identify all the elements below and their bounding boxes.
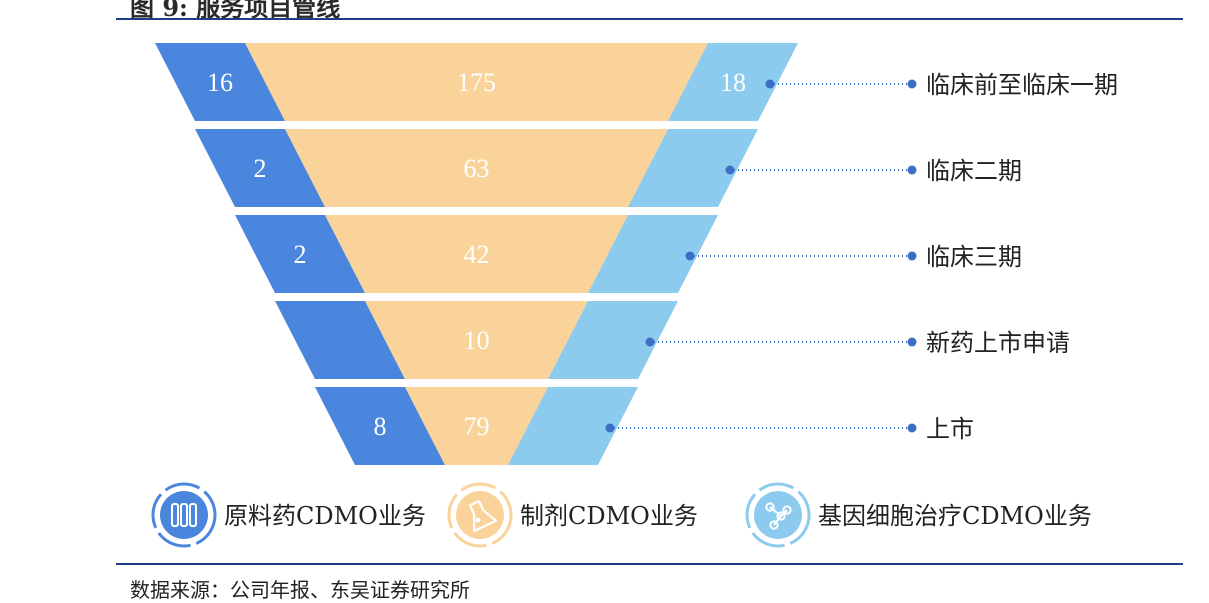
legend-item-基因细胞治疗cdmo业务: 基因细胞治疗CDMO业务 — [745, 482, 1092, 548]
funnel-segment-基因细胞治疗cdmo业务-2 — [628, 129, 758, 207]
vials-icon — [171, 503, 197, 527]
connector-end-dot-5 — [907, 423, 917, 433]
legend-item-原料药cdmo业务: 原料药CDMO业务 — [151, 482, 426, 548]
legend-ring — [745, 482, 811, 548]
legend-item-制剂cdmo业务: 制剂CDMO业务 — [447, 482, 698, 548]
connector-start-dot-1 — [765, 79, 775, 89]
funnel-segment-制剂cdmo业务-5 — [405, 387, 548, 465]
value-label-制剂cdmo业务-5: 79 — [464, 412, 490, 441]
value-label-制剂cdmo业务-1: 175 — [457, 68, 496, 97]
funnel-segment-原料药cdmo业务-1 — [155, 43, 285, 121]
stage-label-4: 新药上市申请 — [926, 329, 1070, 357]
source-note: 数据来源：公司年报、东吴证券研究所 — [130, 578, 470, 602]
top-rule — [116, 18, 1183, 20]
value-label-基因细胞治疗cdmo业务-1: 18 — [720, 68, 746, 97]
legend-label-基因细胞治疗cdmo业务: 基因细胞治疗CDMO业务 — [818, 502, 1092, 530]
value-label-制剂cdmo业务-3: 42 — [464, 240, 490, 269]
connector-start-dot-3 — [685, 251, 695, 261]
funnel-chart: 16 175 18 2 63 2 42 10 8 79 临床前至临床一期临床二期临床三期新药上市申… — [151, 43, 1118, 548]
stage-label-3: 临床三期 — [926, 243, 1022, 271]
funnel-segment-基因细胞治疗cdmo业务-3 — [588, 215, 718, 293]
funnel-segment-制剂cdmo业务-1 — [245, 43, 708, 121]
flask-icon — [468, 500, 498, 533]
legend: 原料药CDMO业务 制剂CDMO业务 基因细胞治疗CDMO业务 — [151, 482, 1092, 548]
value-label-原料药cdmo业务-2: 2 — [254, 154, 267, 183]
funnel-layer: 16 175 18 2 63 2 42 10 8 79 — [155, 43, 798, 465]
connector-end-dot-1 — [907, 79, 917, 89]
connector-start-dot-4 — [645, 337, 655, 347]
stage-label-1: 临床前至临床一期 — [926, 71, 1118, 99]
funnel-segment-制剂cdmo业务-4 — [365, 301, 588, 379]
funnel-segment-原料药cdmo业务-5 — [315, 387, 445, 465]
legend-badge — [456, 491, 504, 539]
value-label-制剂cdmo业务-4: 10 — [464, 326, 490, 355]
funnel-segment-基因细胞治疗cdmo业务-1 — [668, 43, 798, 121]
connector-end-dot-3 — [907, 251, 917, 261]
connector-end-dot-2 — [907, 165, 917, 175]
legend-ring — [447, 482, 513, 548]
stage-label-2: 临床二期 — [926, 157, 1022, 185]
molecule-icon — [765, 502, 792, 530]
funnel-segment-制剂cdmo业务-3 — [325, 215, 628, 293]
legend-ring — [151, 482, 217, 548]
value-label-原料药cdmo业务-5: 8 — [374, 412, 387, 441]
bottom-rule — [116, 563, 1183, 565]
funnel-segment-制剂cdmo业务-2 — [285, 129, 668, 207]
funnel-segment-原料药cdmo业务-2 — [195, 129, 325, 207]
stage-label-5: 上市 — [926, 415, 974, 443]
funnel-segment-原料药cdmo业务-3 — [235, 215, 365, 293]
legend-label-原料药cdmo业务: 原料药CDMO业务 — [224, 502, 426, 530]
legend-label-制剂cdmo业务: 制剂CDMO业务 — [520, 502, 698, 530]
funnel-segment-基因细胞治疗cdmo业务-5 — [508, 387, 638, 465]
value-label-原料药cdmo业务-1: 16 — [207, 68, 233, 97]
value-label-制剂cdmo业务-2: 63 — [464, 154, 490, 183]
connector-start-dot-5 — [605, 423, 615, 433]
funnel-segment-原料药cdmo业务-4 — [275, 301, 405, 379]
legend-badge — [160, 491, 208, 539]
connector-start-dot-2 — [725, 165, 735, 175]
funnel-segment-基因细胞治疗cdmo业务-4 — [548, 301, 678, 379]
figure-title: 图 9: 服务项目管线 — [130, 0, 341, 22]
connector-end-dot-4 — [907, 337, 917, 347]
value-label-原料药cdmo业务-3: 2 — [294, 240, 307, 269]
